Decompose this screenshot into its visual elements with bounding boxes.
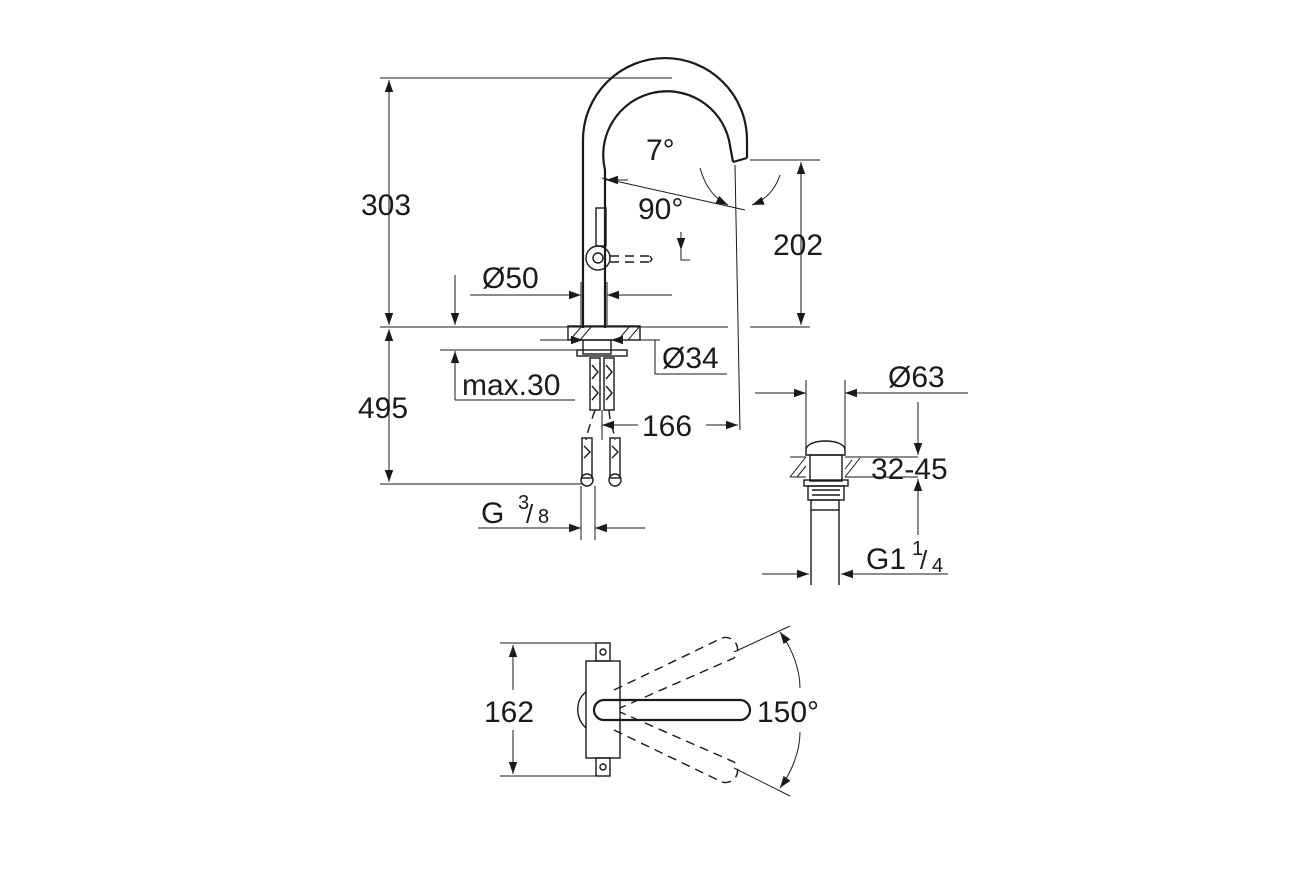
label-166: 166 xyxy=(642,410,692,443)
deck-section xyxy=(567,325,641,357)
label-waste-thread-slash: / xyxy=(920,545,928,575)
label-waste-thread-num: 1 xyxy=(912,538,923,560)
label-32-45: 32-45 xyxy=(871,453,948,486)
waste-valve xyxy=(789,440,918,585)
dim-base-diameter xyxy=(450,275,672,325)
label-90-deg: 90° xyxy=(638,193,683,226)
faucet-side-view xyxy=(567,56,749,487)
label-thread-main-den: 8 xyxy=(538,506,549,528)
dim-max-thickness xyxy=(440,349,578,401)
label-waste-thread: G1 xyxy=(866,543,906,576)
label-dia-63: Ø63 xyxy=(888,361,945,394)
label-thread-slash: / xyxy=(526,499,534,529)
dim-plan-width xyxy=(500,642,596,777)
label-dia-34: Ø34 xyxy=(662,342,719,375)
supply-hoses xyxy=(580,357,622,487)
label-202: 202 xyxy=(773,229,823,262)
label-max-30: max.30 xyxy=(462,369,560,402)
angle-indicators xyxy=(601,164,781,431)
label-waste-thread-den: 4 xyxy=(932,555,943,577)
dim-waste-diameter xyxy=(755,380,968,448)
label-thread-main: G xyxy=(481,497,504,530)
dim-thread-main xyxy=(478,486,645,540)
dim-shank-diameter xyxy=(540,335,727,375)
label-dia-50: Ø50 xyxy=(482,262,539,295)
dim-reach xyxy=(601,410,738,440)
label-495: 495 xyxy=(358,392,408,425)
dim-202 xyxy=(750,159,820,325)
label-162: 162 xyxy=(484,696,534,729)
dim-swivel-angle xyxy=(733,625,801,797)
label-150-deg: 150° xyxy=(757,696,819,729)
faucet-plan-view xyxy=(577,636,752,784)
label-7-deg: 7° xyxy=(646,134,675,167)
label-thread-main-num: 3 xyxy=(518,492,529,514)
label-303: 303 xyxy=(361,189,411,222)
